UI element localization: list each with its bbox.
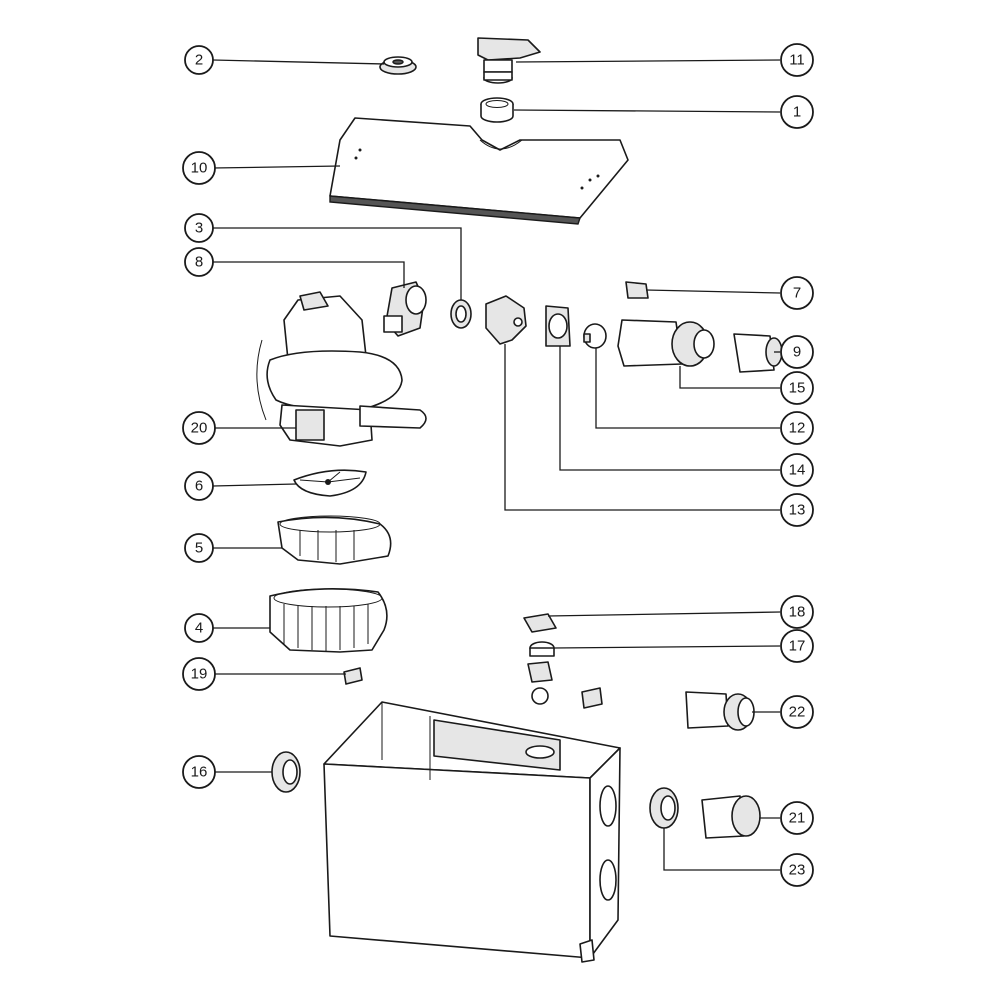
callout-10-label: 10 (191, 160, 208, 177)
part-18-cover (523, 613, 557, 633)
part-4-strainer-basket (269, 588, 388, 653)
callout-13: 13 (780, 493, 814, 527)
callout-8-label: 8 (195, 254, 203, 271)
part-5-pump-housing (277, 515, 392, 565)
part-17-float (529, 641, 555, 657)
callout-19-label: 19 (191, 666, 208, 683)
leader-11 (515, 59, 781, 63)
callout-18-label: 18 (789, 604, 806, 621)
leader-1 (513, 109, 781, 113)
callout-15-label: 15 (789, 380, 806, 397)
part-21-plug (701, 795, 761, 839)
part-6-impeller (293, 469, 367, 497)
callout-11-label: 11 (789, 52, 805, 69)
callout-6-label: 6 (195, 478, 203, 495)
part-23-ring-seal (649, 787, 679, 829)
callout-19: 19 (182, 657, 216, 691)
part-22-connector-sleeve (685, 691, 755, 731)
part-12-membrane (583, 323, 607, 349)
callout-7-label: 7 (793, 285, 801, 302)
callout-2: 2 (184, 45, 214, 75)
callout-1: 1 (780, 95, 814, 129)
callout-bubbles: 2 11 1 10 3 8 7 9 15 20 12 14 6 13 5 18 … (182, 43, 814, 887)
callout-16-label: 16 (191, 764, 208, 781)
callout-5: 5 (184, 533, 214, 563)
leader-3 (213, 227, 462, 300)
callout-14-label: 14 (789, 462, 806, 479)
callout-15: 15 (780, 371, 814, 405)
part-10-lid (329, 117, 629, 225)
leader-10 (212, 165, 341, 169)
part-1-sleeve (480, 97, 514, 123)
part-16-inlet-seal (271, 751, 301, 793)
leader-15 (679, 366, 780, 389)
callout-21-label: 21 (789, 810, 806, 827)
callout-9: 9 (780, 335, 814, 369)
callout-23: 23 (780, 853, 814, 887)
callout-12-label: 12 (789, 420, 806, 437)
leader-17 (553, 645, 781, 649)
part-14-switch-housing (545, 305, 571, 347)
callout-22: 22 (780, 695, 814, 729)
leader-lines (212, 59, 781, 871)
part-7-clip (625, 281, 649, 299)
part-8-adapter (383, 281, 427, 337)
leader-6 (212, 483, 297, 487)
callout-3-label: 3 (195, 220, 203, 237)
part-19-clip (343, 667, 363, 685)
callout-8: 8 (184, 247, 214, 277)
callout-23-label: 23 (789, 862, 806, 879)
callout-11: 11 (780, 43, 814, 77)
callout-16: 16 (182, 755, 216, 789)
leader-7 (645, 289, 781, 294)
part-13-lever (485, 295, 527, 345)
callout-20-label: 20 (191, 420, 208, 437)
part-15-inlet-body (617, 319, 715, 367)
leader-8 (213, 261, 405, 288)
callout-2-label: 2 (195, 52, 203, 69)
callout-14: 14 (780, 453, 814, 487)
callout-17: 17 (780, 629, 814, 663)
part-float-holder (527, 661, 603, 709)
callout-21: 21 (780, 801, 814, 835)
callout-13-label: 13 (789, 502, 806, 519)
callout-22-label: 22 (789, 704, 806, 721)
callout-17-label: 17 (789, 638, 806, 655)
callout-18: 18 (780, 595, 814, 629)
callout-4-label: 4 (195, 620, 203, 637)
part-11-outlet-elbow (477, 37, 541, 84)
tank-body (323, 701, 621, 963)
leader-13 (504, 344, 780, 511)
callout-7: 7 (780, 276, 814, 310)
callout-3: 3 (184, 213, 214, 243)
callout-6: 6 (184, 471, 214, 501)
part-20-pump-motor (256, 291, 427, 447)
leader-18 (547, 611, 781, 617)
leader-2 (212, 59, 385, 65)
callout-4: 4 (184, 613, 214, 643)
callout-9-label: 9 (793, 344, 801, 361)
callout-10: 10 (182, 151, 216, 185)
part-3-seal-ring (450, 299, 472, 329)
callout-20: 20 (182, 411, 216, 445)
leader-14 (559, 346, 780, 471)
part-2-cap (379, 56, 417, 75)
part-9-connector (733, 333, 783, 373)
callout-5-label: 5 (195, 540, 203, 557)
callout-12: 12 (780, 411, 814, 445)
leader-12 (595, 348, 780, 429)
callout-1-label: 1 (793, 104, 801, 121)
leader-23 (663, 828, 780, 871)
